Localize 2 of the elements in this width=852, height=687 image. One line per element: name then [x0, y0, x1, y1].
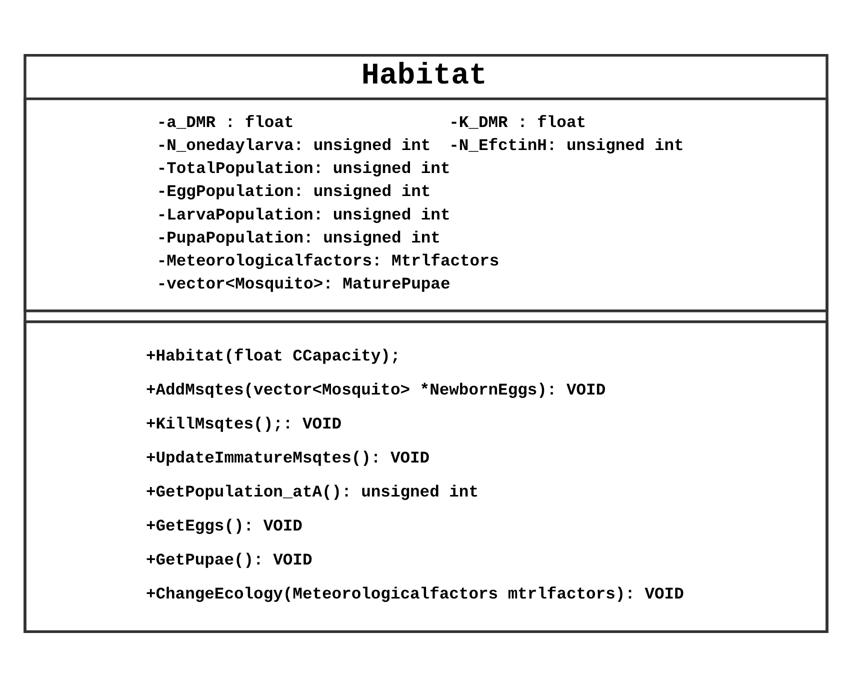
node-box: -a_DMR : float -K_DMR : float -N_onedaylarva: unsigned int -N_EfctinH: unsigned int -TotalPopulation: unsigned int -EggPopulation: unsigned int -LarvaPopulation: unsigned int -PupaPopulation: unsigned int -Meteorologicalfactors: Mtrlfactors -vector<Mosquito>: MaturePupae: [24, 97, 828, 312]
node-box: +Habitat(float CCapacity); +AddMsqtes(vector<Mosquito> *NewbornEggs): VOID +KillMsqtes();: VOID +UpdateImmatureMsqtes(): VOID +GetPopulation_atA(): unsigned int +GetEggs(): VOID +GetPupae(): VOID +ChangeEcology(Meteorologicalfactors mtrlfactors): VOID: [24, 320, 828, 634]
